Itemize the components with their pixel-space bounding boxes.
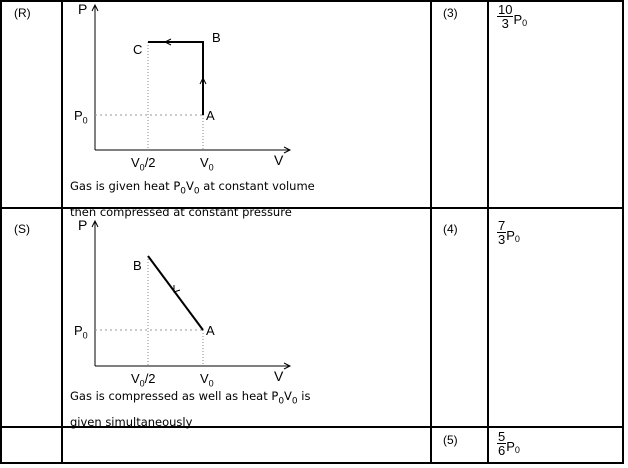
v0-half-tick: V0/2 [131,371,156,389]
table-border-left [0,0,2,464]
row-divider [0,207,624,209]
column-divider [487,0,489,464]
caption-s: Gas is compressed as well as heat P0V0 i… [70,389,311,430]
caption-r: Gas is given heat P0V0 at constant volum… [70,179,315,220]
p0-tick: P0 [74,108,88,126]
option-label: (5) [443,433,458,447]
point-c-label: C [133,42,143,57]
point-b-label: B [133,258,142,273]
point-a-label: A [206,108,215,123]
option-label: (3) [443,6,458,20]
row-divider [0,426,624,428]
axis-v-label: V [274,368,284,384]
v0-tick: V0 [200,371,214,389]
option-label: (4) [443,222,458,236]
point-b-label: B [212,30,221,45]
row-label: (S) [14,222,30,236]
axis-p-label: P [78,217,88,233]
v0-half-tick: V0/2 [131,155,156,173]
column-divider [61,0,63,464]
p0-tick: P0 [74,323,88,341]
v0-tick: V0 [200,155,214,173]
table-border-bottom [0,462,624,464]
table-border-top [0,0,624,2]
axis-p-label: P [78,1,88,17]
point-a-label: A [206,323,215,338]
axis-v-label: V [274,152,284,168]
table-border-right [622,0,624,464]
row-label: (R) [14,6,31,20]
column-divider [430,0,432,464]
